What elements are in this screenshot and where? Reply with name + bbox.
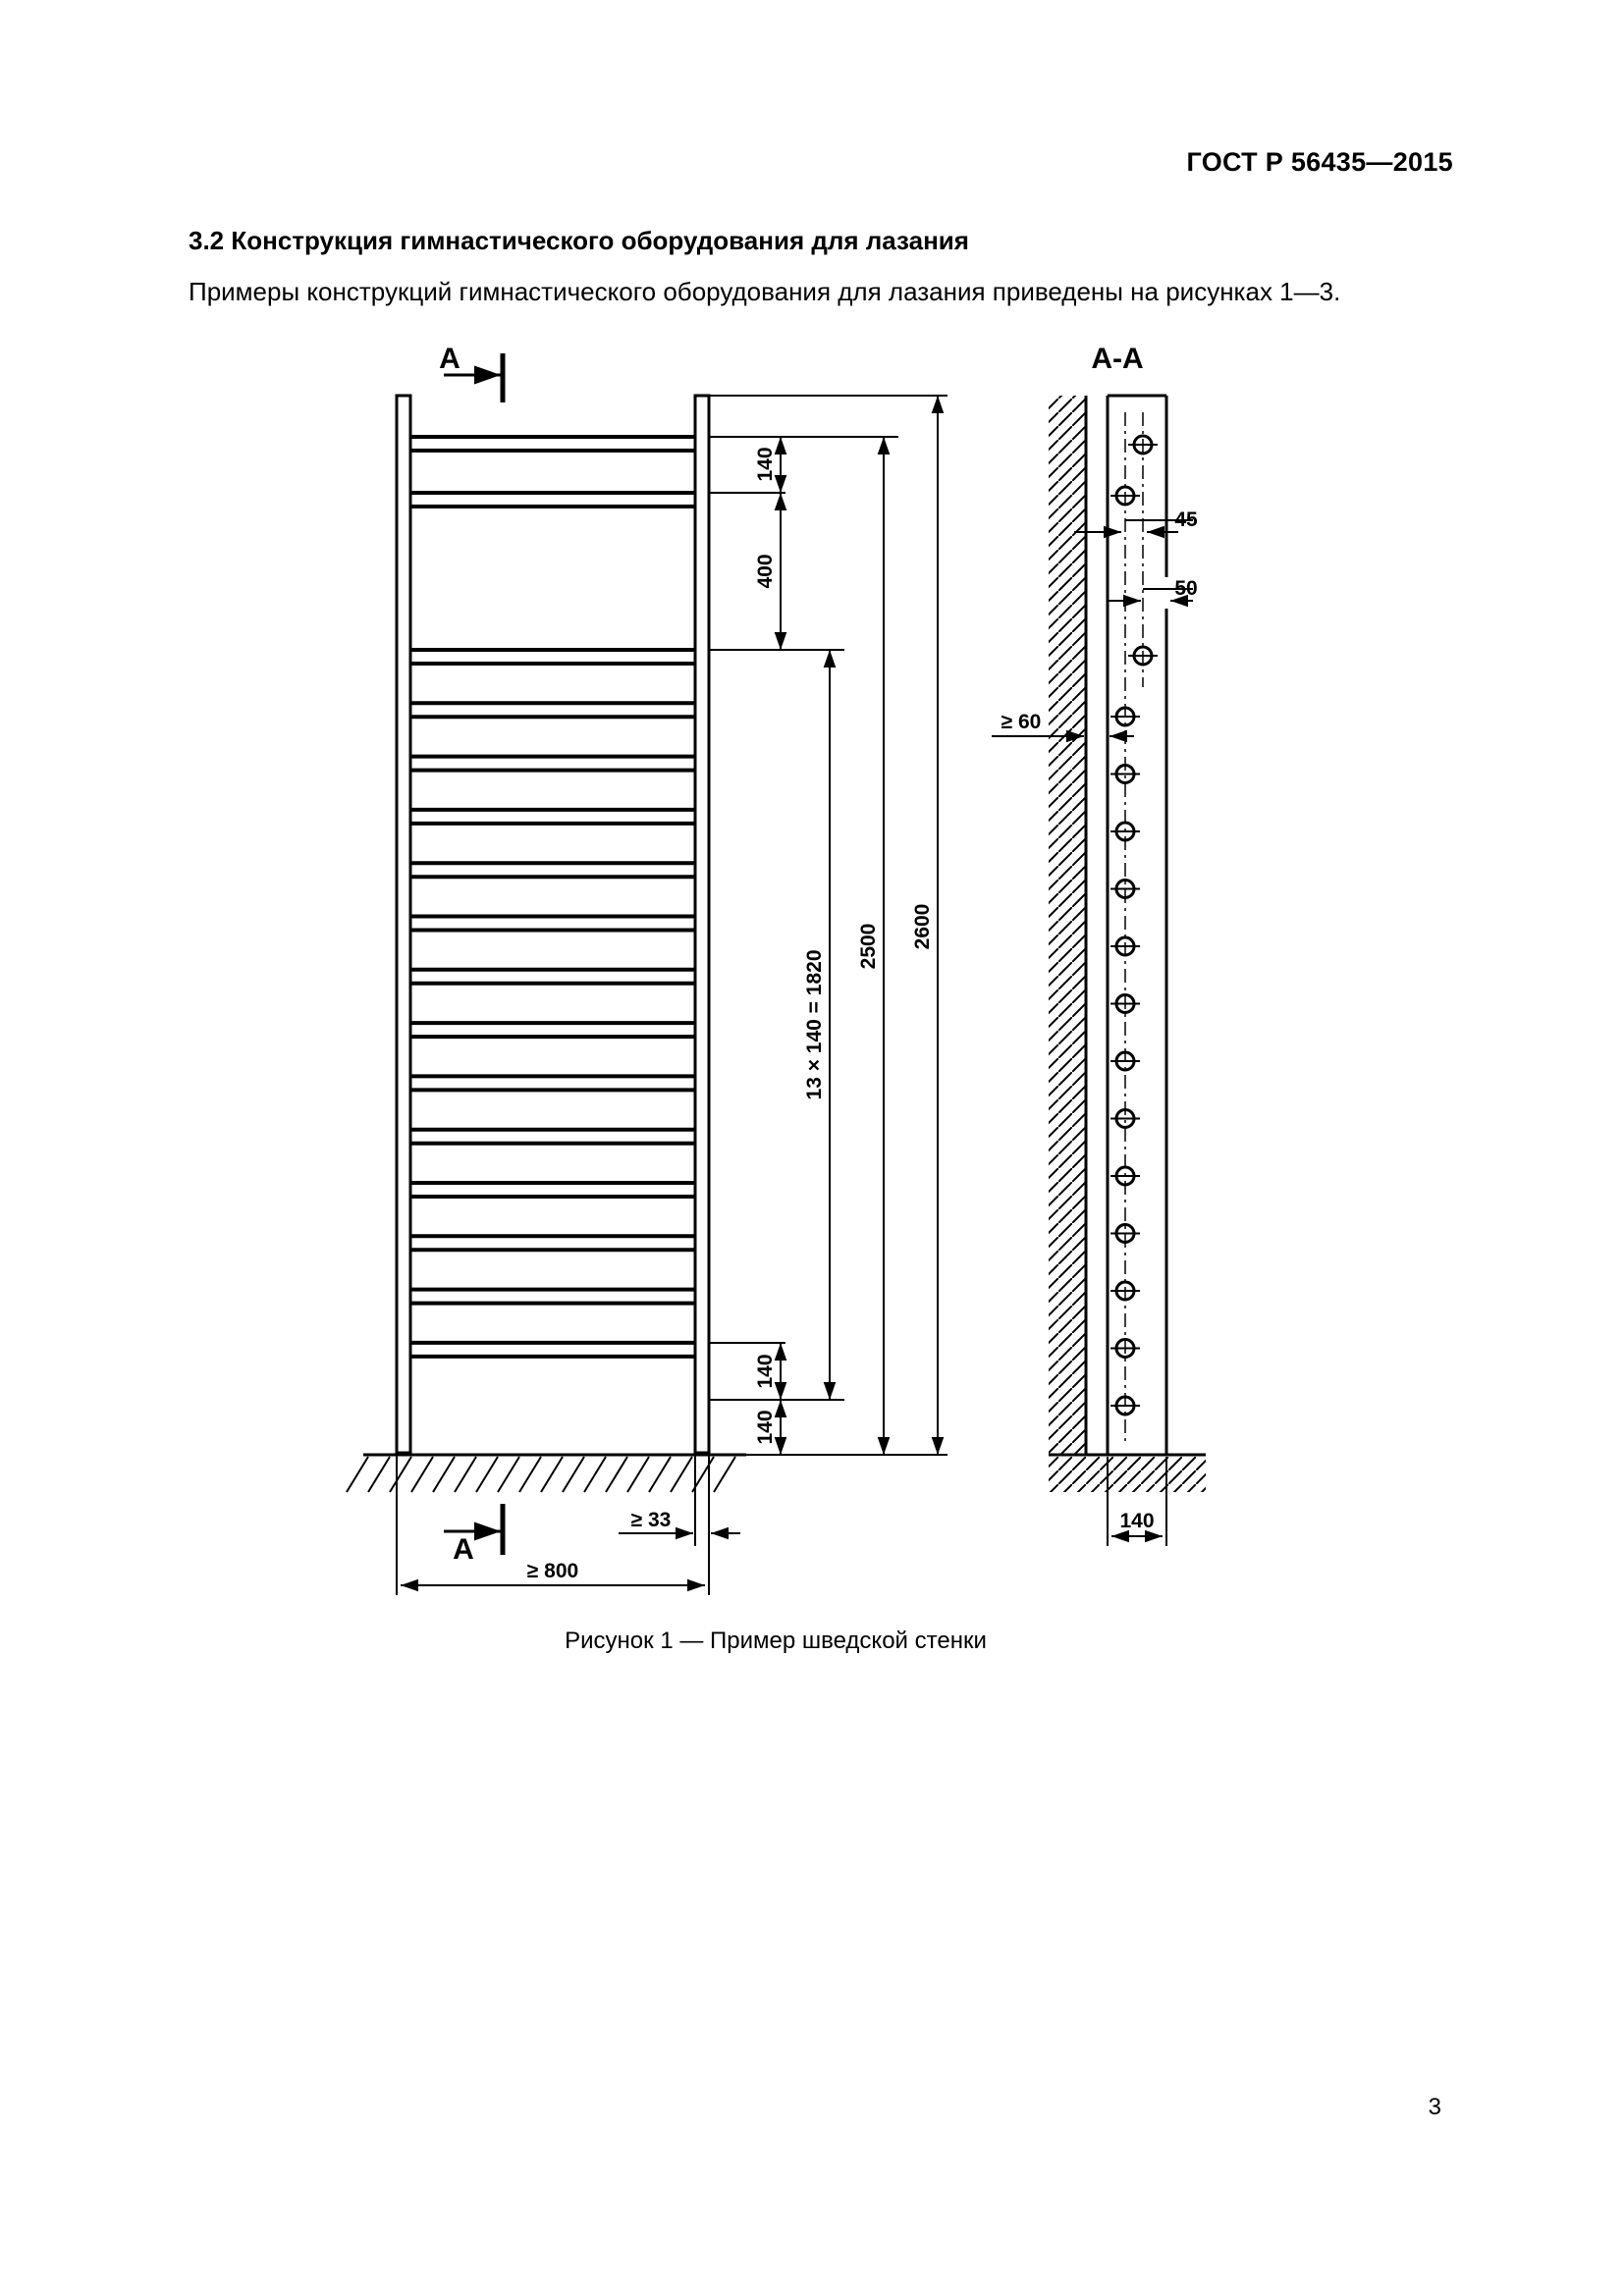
dim-bottom-140-1: 140 [754,1354,777,1388]
dim-2500: 2500 [857,924,880,970]
dim-bottom-140-2: 140 [754,1410,777,1444]
dim-rung-series: 13 × 140 = 1820 [803,950,826,1100]
section-mark-top-letter: A [439,343,460,375]
section-rungs [1110,434,1158,1416]
dim-section-width: 140 [1119,1510,1154,1532]
figure-1-drawing: A A 140 400 13 × 140 = 1820 [346,343,1206,1595]
section-mark-top: A [439,343,506,402]
ground-hatch [346,1456,736,1493]
section-heading: 3.2 Конструкция гимнастического оборудов… [189,226,969,255]
dim-width: ≥ 800 [527,1560,578,1582]
right-post [693,394,711,1455]
ground-hatch-stroke [410,1456,434,1493]
ground-hatch-stroke [454,1456,477,1493]
left-post [395,394,412,1455]
dim-2600: 2600 [911,904,934,950]
intro-paragraph: Примеры конструкций гимнастического обор… [189,277,1341,306]
ground-hatch-stroke [497,1456,520,1493]
front-dimensions [709,395,947,1456]
ground-hatch-stroke [432,1456,456,1493]
rungs [410,435,695,1359]
dim-wall-gap: ≥ 60 [1001,711,1042,733]
dim-offset-50: 50 [1174,577,1197,600]
dim-top-140: 140 [754,447,777,481]
figure-caption: Рисунок 1 — Пример шведской стенки [565,1628,987,1654]
dim-400: 400 [754,554,777,588]
ground-hatch-stroke [583,1456,607,1493]
section-view [1049,394,1206,1492]
dim-post-clearance: ≥ 33 [631,1509,672,1531]
page-number: 3 [1428,2094,1441,2120]
ground-hatch-stroke [475,1456,499,1493]
ground-hatch-stroke [389,1456,412,1493]
section-dimensions [992,519,1193,1546]
section-mark-bottom-letter: A [453,1533,474,1566]
ground-hatch-stroke [648,1456,672,1493]
front-dimension-labels: 140 400 13 × 140 = 1820 2500 2600 140 14… [754,447,934,1444]
section-view-label: A-A [1091,343,1143,375]
ground-hatch-stroke [346,1456,369,1493]
ground-hatch-stroke [670,1456,693,1493]
dim-offset-45: 45 [1174,508,1198,531]
ground-hatch-stroke [713,1456,736,1493]
ground-hatch-stroke [367,1456,391,1493]
ground-hatch-stroke [518,1456,542,1493]
document-code: ГОСТ Р 56435—2015 [1186,147,1453,177]
ground-hatch-stroke [562,1456,585,1493]
ground-hatch-stroke [540,1456,564,1493]
front-view [346,394,746,1493]
ground-hatch-stroke [605,1456,628,1493]
ground-hatch-stroke [626,1456,650,1493]
bottom-dimensions [396,1455,740,1595]
section-mark-bottom: A [444,1504,506,1566]
